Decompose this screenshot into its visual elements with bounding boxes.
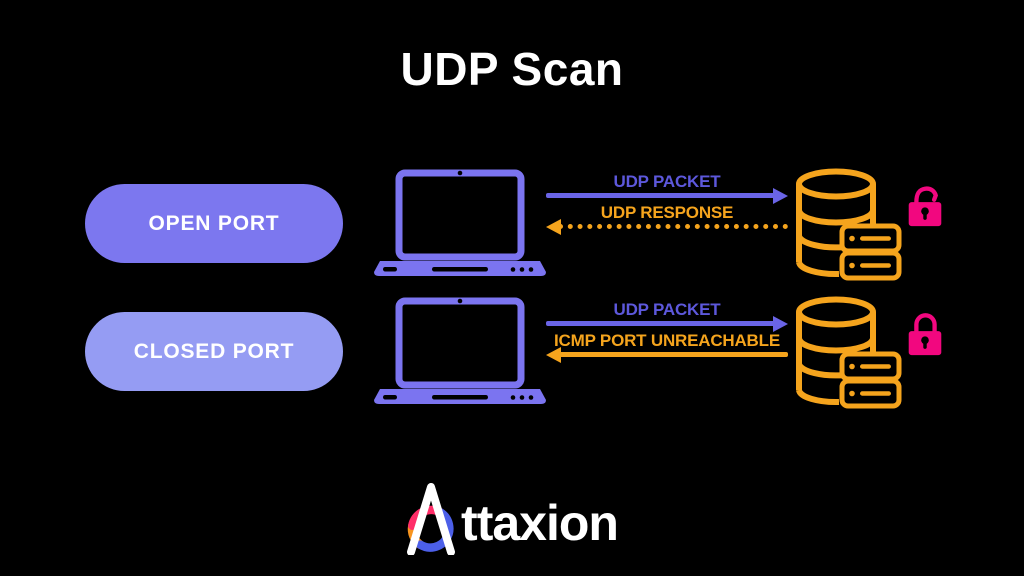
database-server-icon (796, 296, 902, 409)
udp-packet-arrow-right (546, 315, 788, 332)
laptop-icon (374, 169, 546, 276)
arrow-line (558, 224, 788, 229)
arrow-line (546, 321, 776, 326)
arrow-head (546, 346, 561, 363)
open-port-flow: UDP PACKET UDP RESPONSE (546, 172, 788, 235)
udp-packet-label: UDP PACKET (613, 300, 721, 319)
arrow-head (546, 218, 561, 235)
closed-port-flow: UDP PACKET ICMP PORT UNREACHABLE (546, 300, 788, 363)
laptop-icon (374, 297, 546, 404)
arrow-head (773, 187, 788, 204)
closed-port-label: CLOSED PORT (133, 339, 295, 363)
attaxion-wordmark: ttaxion (461, 495, 619, 551)
open-port-label: OPEN PORT (148, 211, 280, 235)
arrow-head (773, 315, 788, 332)
udp-response-arrow-left-dotted (546, 218, 788, 235)
arrow-line (558, 352, 788, 357)
udp-response-label: UDP RESPONSE (600, 203, 734, 222)
padlock-open-icon (908, 186, 942, 227)
icmp-unreachable-label: ICMP PORT UNREACHABLE (554, 331, 780, 350)
udp-packet-label: UDP PACKET (613, 172, 721, 191)
attaxion-logo-mark-icon (407, 483, 456, 555)
page-title: UDP Scan (400, 43, 624, 95)
padlock-closed-icon (908, 313, 942, 356)
udp-packet-arrow-right (546, 187, 788, 204)
attaxion-logo: ttaxion (0, 483, 1024, 555)
icmp-unreachable-arrow-left (546, 346, 788, 363)
closed-port-pill: CLOSED PORT (85, 312, 343, 391)
open-port-pill: OPEN PORT (85, 184, 343, 263)
arrow-line (546, 193, 776, 198)
database-server-icon (796, 168, 902, 281)
